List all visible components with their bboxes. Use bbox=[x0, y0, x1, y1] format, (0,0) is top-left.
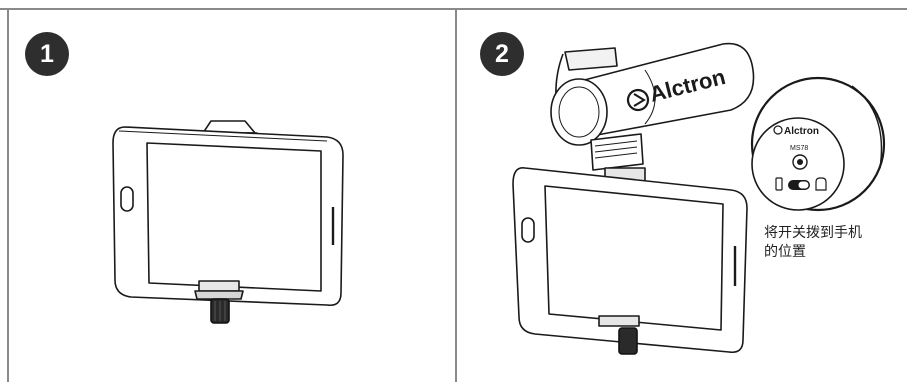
caption-line-1: 将开关拨到手机 bbox=[764, 225, 862, 241]
detail-logo-text: Alctron bbox=[784, 126, 819, 137]
output-switch bbox=[788, 180, 810, 190]
caption-line-2: 的位置 bbox=[764, 244, 806, 260]
step-2-microphone-phone-illustration: Alctron bbox=[512, 42, 755, 355]
switch-detail-zoom: Alctron MS78 bbox=[750, 76, 886, 212]
instruction-caption: 将开关拨到手机 的位置 bbox=[764, 224, 862, 262]
model-label: MS78 bbox=[790, 145, 808, 152]
center-divider bbox=[455, 9, 457, 382]
step-2-badge: 2 bbox=[480, 32, 524, 76]
top-divider bbox=[0, 8, 907, 10]
left-border bbox=[7, 9, 9, 382]
step-1-phone-holder-illustration bbox=[112, 120, 344, 324]
phone-icon bbox=[775, 177, 783, 191]
camera-icon bbox=[815, 177, 827, 191]
step-1-badge: 1 bbox=[25, 32, 69, 76]
